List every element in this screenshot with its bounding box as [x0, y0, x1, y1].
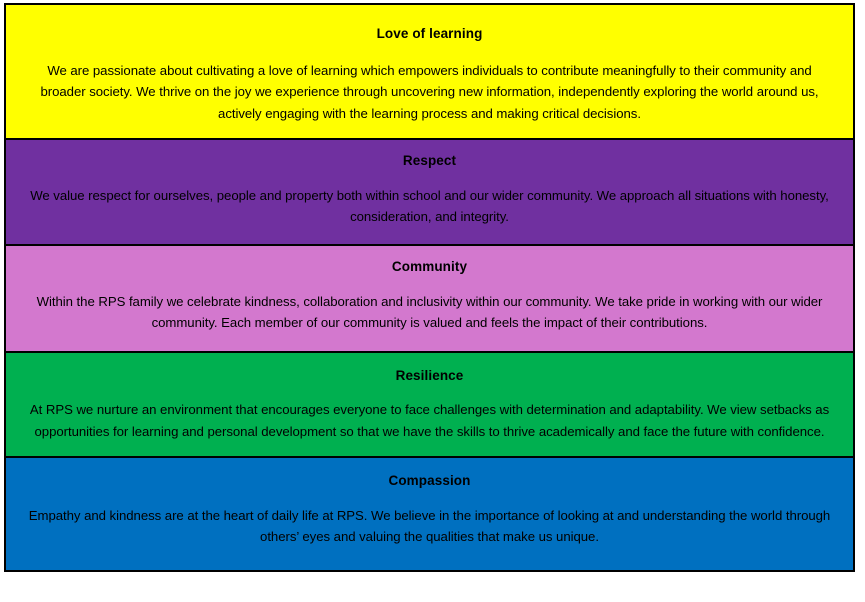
value-band-community: Community Within the RPS family we celeb…: [6, 245, 853, 354]
value-band-compassion: Compassion Empathy and kindness are at t…: [6, 457, 853, 570]
value-band-body: We value respect for ourselves, people a…: [30, 187, 829, 225]
value-band-title: Resilience: [395, 368, 464, 384]
value-band-resilience: Resilience At RPS we nurture an environm…: [6, 353, 853, 458]
value-band-love-of-learning: Love of learning We are passionate about…: [6, 5, 853, 140]
school-values-table: Love of learning We are passionate about…: [4, 3, 855, 572]
value-band-body: At RPS we nurture an environment that en…: [29, 402, 830, 439]
value-band-respect: Respect We value respect for ourselves, …: [6, 140, 853, 246]
value-band-title: Respect: [402, 153, 457, 168]
value-band-body: Within the RPS family we celebrate kindn…: [36, 293, 823, 330]
value-band-body: We are passionate about cultivating a lo…: [40, 62, 819, 121]
value-band-title: Compassion: [388, 472, 471, 488]
value-band-title: Community: [391, 258, 468, 274]
value-band-title: Love of learning: [376, 26, 483, 41]
value-band-body: Empathy and kindness are at the heart of…: [28, 507, 831, 545]
